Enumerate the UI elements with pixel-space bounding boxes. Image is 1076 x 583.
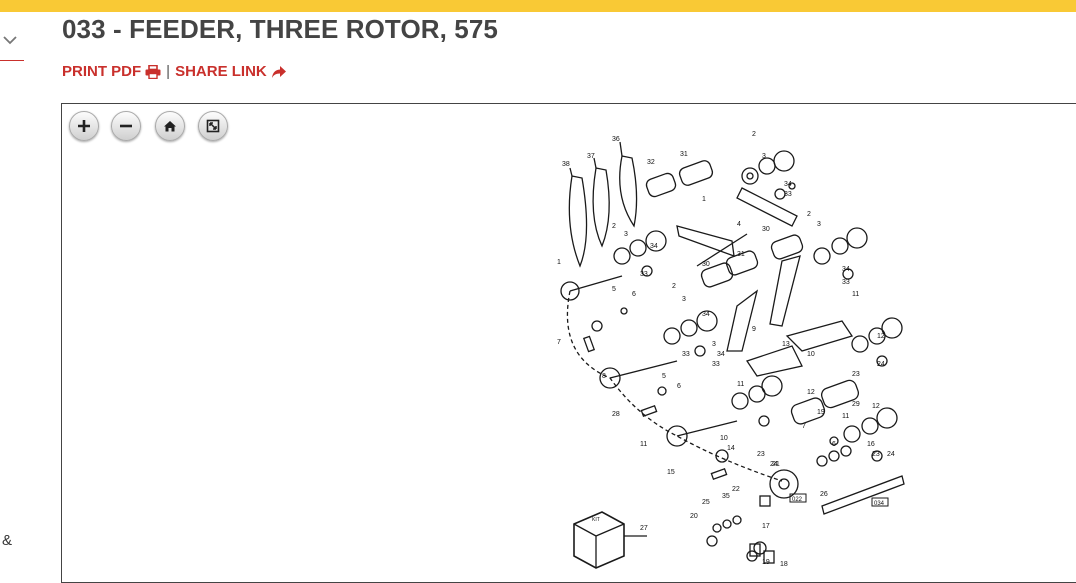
- diagram-callout: 24: [877, 361, 885, 368]
- sidebar-divider: [0, 60, 24, 61]
- diagram-callout: 11: [842, 413, 849, 420]
- diagram-callout: 19: [762, 559, 770, 566]
- diagram-callout: 12: [807, 389, 815, 396]
- minus-icon: [120, 124, 132, 128]
- fullscreen-icon: [206, 119, 220, 133]
- zoom-in-button[interactable]: [69, 111, 99, 141]
- diagram-callout: 37: [587, 153, 595, 160]
- diagram-callout: 38: [562, 161, 570, 168]
- diagram-callout: 18: [780, 561, 788, 568]
- diagram-callout: 24: [887, 451, 895, 458]
- diagram-callout: 4: [737, 221, 741, 228]
- diagram-callout: 26: [820, 491, 828, 498]
- diagram-callout: 3: [682, 296, 686, 303]
- diagram-callout: 11: [640, 441, 647, 448]
- print-pdf-label: PRINT PDF: [62, 63, 142, 80]
- diagram-callout: 14: [727, 445, 735, 452]
- diagram-callout: 33: [712, 361, 720, 368]
- diagram-callout: 5: [662, 373, 666, 380]
- share-arrow-icon: [271, 65, 286, 78]
- diagram-callout: 27: [640, 525, 648, 532]
- diagram-callout: 7: [802, 423, 806, 430]
- diagram-callout: 19: [817, 409, 825, 416]
- diagram-callout: 34: [702, 311, 710, 318]
- diagram-callout: 24: [770, 461, 778, 468]
- home-icon: [164, 121, 176, 132]
- top-accent-bar: [0, 0, 1076, 12]
- printer-icon: [145, 64, 161, 79]
- action-links: PRINT PDF | SHARE LINK: [62, 63, 287, 80]
- link-separator: |: [166, 63, 171, 80]
- share-link[interactable]: SHARE LINK: [175, 63, 287, 80]
- diagram-callout: 21: [772, 461, 780, 468]
- diagram-callout: 2: [752, 131, 756, 138]
- sidebar-text-fragment: &: [2, 532, 13, 549]
- diagram-callout: 34: [842, 266, 850, 273]
- parts-diagram: 3837363231233433143031233433233433302334…: [557, 131, 905, 569]
- diagram-callout: 23: [757, 451, 765, 458]
- kit-label: KIT: [592, 517, 600, 523]
- diagram-callout: 12: [872, 403, 880, 410]
- diagram-callout: 11: [737, 381, 744, 388]
- diagram-callout: 15: [667, 469, 675, 476]
- diagram-callout: 32: [647, 159, 655, 166]
- diagram-callout: 12: [877, 333, 885, 340]
- diagram-callout: 22: [732, 486, 740, 493]
- plus-icon: [78, 120, 90, 132]
- diagram-callout: 3: [762, 153, 766, 160]
- diagram-callout: 6: [832, 441, 836, 448]
- diagram-callout: 23: [852, 371, 860, 378]
- diagram-callout: 3: [712, 341, 716, 348]
- diagram-ref-box: 022: [792, 497, 803, 503]
- diagram-callout: 13: [782, 341, 790, 348]
- diagram-callout: 36: [612, 136, 620, 143]
- page-title: 033 - FEEDER, THREE ROTOR, 575: [62, 14, 498, 44]
- diagram-ref-box: 034: [874, 501, 885, 507]
- fullscreen-button[interactable]: [198, 111, 228, 141]
- diagram-callout: 1: [557, 259, 561, 266]
- diagram-callout: 25: [702, 499, 710, 506]
- diagram-callout: 33: [784, 191, 792, 198]
- diagram-callout: 33: [682, 351, 690, 358]
- diagram-callout: 16: [867, 441, 875, 448]
- diagram-callout: 6: [632, 291, 636, 298]
- diagram-callout: 23: [872, 451, 880, 458]
- print-pdf-link[interactable]: PRINT PDF: [62, 63, 161, 80]
- chevron-down-icon[interactable]: [0, 28, 22, 50]
- diagram-callout: 17: [762, 523, 770, 530]
- diagram-callout: 5: [612, 286, 616, 293]
- diagram-callout: 2: [807, 211, 811, 218]
- diagram-callout: 35: [722, 493, 730, 500]
- diagram-callout: 34: [650, 243, 658, 250]
- diagram-callout: 10: [807, 351, 815, 358]
- diagram-callout: 6: [677, 383, 681, 390]
- diagram-callout: 20: [690, 513, 698, 520]
- diagram-callout: 28: [612, 411, 620, 418]
- home-button[interactable]: [155, 111, 185, 141]
- diagram-callout: 34: [717, 351, 725, 358]
- diagram-callout: 11: [852, 291, 859, 298]
- diagram-callout: 3: [817, 221, 821, 228]
- diagram-callout: 10: [720, 435, 728, 442]
- diagram-callout: 29: [852, 401, 860, 408]
- diagram-callout: 1: [702, 196, 706, 203]
- diagram-callout: 2: [672, 283, 676, 290]
- diagram-callout: 7: [557, 339, 561, 346]
- diagram-callout: 31: [737, 251, 745, 258]
- diagram-callout: 30: [702, 261, 710, 268]
- diagram-callout: 33: [842, 279, 850, 286]
- diagram-callout: 30: [762, 226, 770, 233]
- diagram-callout: 9: [752, 326, 756, 333]
- diagram-callout: 31: [680, 151, 688, 158]
- diagram-callout: 33: [640, 271, 648, 278]
- diagram-callout: 2: [612, 223, 616, 230]
- diagram-callout: 34: [784, 181, 792, 188]
- diagram-callout: 3: [624, 231, 628, 238]
- zoom-out-button[interactable]: [111, 111, 141, 141]
- share-link-label: SHARE LINK: [175, 63, 267, 80]
- diagram-callout: 8: [602, 373, 606, 380]
